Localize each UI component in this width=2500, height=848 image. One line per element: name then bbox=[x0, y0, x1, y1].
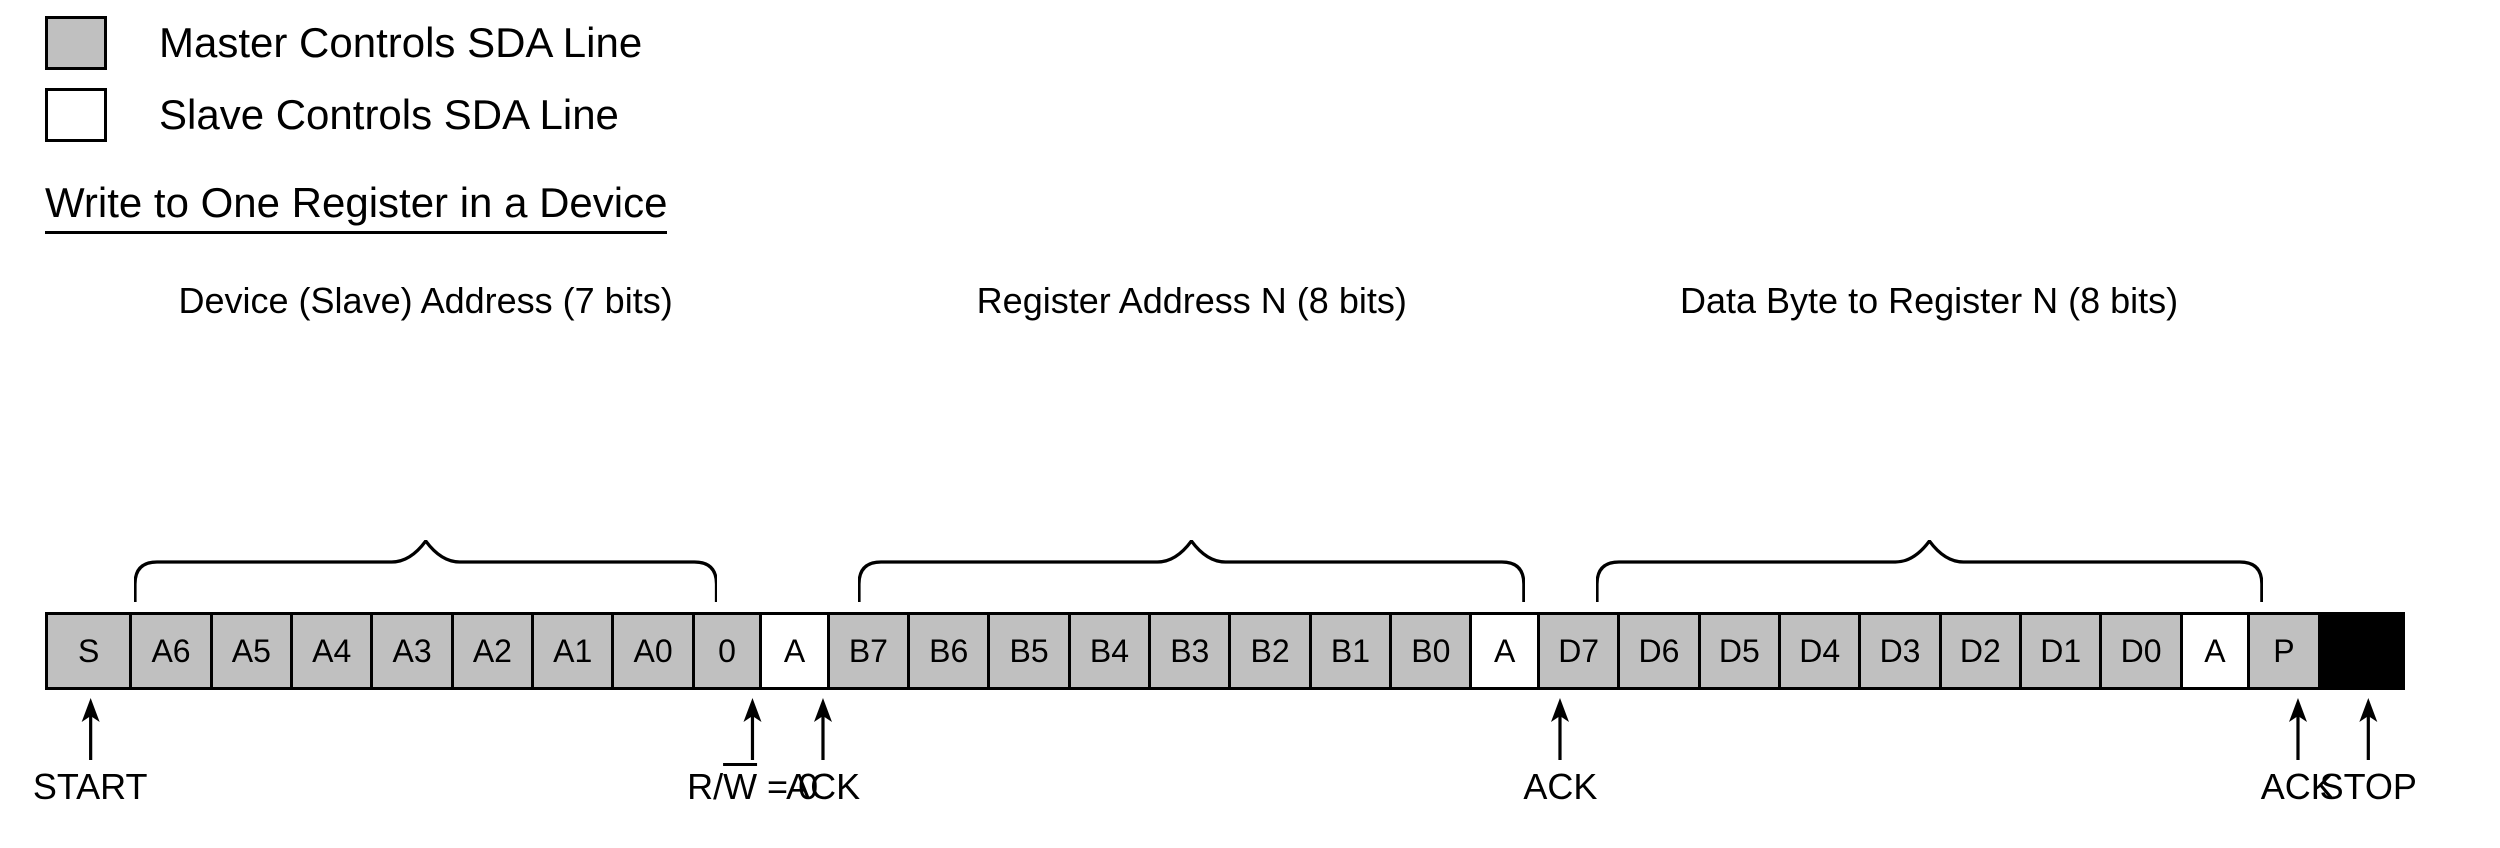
frame-cell-a-18: A bbox=[1472, 615, 1540, 687]
frame-cell-b7-10: B7 bbox=[829, 615, 911, 687]
frame-cell-label: B6 bbox=[929, 633, 969, 669]
frame-cell-label: D6 bbox=[1638, 633, 1680, 669]
frame-cell-label: D1 bbox=[2040, 633, 2082, 669]
up-arrow-icon bbox=[2353, 698, 2383, 765]
frame-cell-a5-2: A5 bbox=[212, 615, 294, 687]
callout-label: ACK bbox=[786, 766, 861, 807]
frame-cell-d4-22: D4 bbox=[1781, 615, 1862, 687]
frame-cell-a-27: A bbox=[2182, 615, 2251, 687]
frame-cell-label: D2 bbox=[1959, 633, 2001, 669]
frame-cell-label: A1 bbox=[553, 633, 593, 669]
group-brace bbox=[133, 540, 718, 604]
frame-cell-label: P bbox=[2273, 633, 2295, 669]
callout-label: ACK bbox=[2260, 766, 2335, 807]
frame-cell-label: B0 bbox=[1411, 633, 1451, 669]
frame-cell-d3-23: D3 bbox=[1861, 615, 1942, 687]
frame-cell-label: B3 bbox=[1170, 633, 1210, 669]
ack-2-callout: ACK bbox=[1523, 698, 1597, 805]
up-arrow-icon bbox=[1545, 698, 1575, 765]
frame-cell-d2-24: D2 bbox=[1941, 615, 2023, 687]
frame-cell-b2-15: B2 bbox=[1231, 615, 1312, 687]
frame-cell-label: D0 bbox=[2120, 633, 2162, 669]
up-arrow-icon bbox=[75, 698, 105, 765]
frame-cell-b6-11: B6 bbox=[910, 615, 991, 687]
callout-label: START bbox=[32, 766, 148, 807]
page-title: Write to One Register in a Device bbox=[45, 182, 668, 234]
group-label: Device (Slave) Address (7 bits) bbox=[178, 280, 673, 321]
frame-cell-label: A5 bbox=[231, 633, 271, 669]
group-brace bbox=[1595, 540, 2263, 604]
up-arrow-icon bbox=[808, 698, 838, 765]
frame-cell-a-9: A bbox=[762, 615, 830, 687]
frame-cell-label: A4 bbox=[312, 633, 352, 669]
frame-cell-label: A bbox=[783, 633, 806, 669]
frame-cell-p-28: P bbox=[2250, 615, 2318, 687]
frame-cell-d5-21: D5 bbox=[1700, 615, 1781, 687]
rw-bit-callout: R/W = 0 bbox=[687, 698, 818, 805]
frame-cell-label: B1 bbox=[1330, 633, 1371, 669]
callout-label: STOP bbox=[2319, 766, 2417, 807]
i2c-frame: S A6 A5 A4 A3 A2 A1 A0 0 A B7 B6 B5 B4 B3 B2 B1 B0 A D7 D6 D5… bbox=[45, 612, 2405, 690]
frame-cell-label: A0 bbox=[633, 633, 673, 669]
frame-cell-b5-12: B5 bbox=[990, 615, 1071, 687]
frame-cell-label: A3 bbox=[392, 633, 432, 669]
frame-cell-label: B2 bbox=[1250, 633, 1290, 669]
legend-item-label: Slave Controls SDA Line bbox=[159, 91, 619, 138]
frame-cell-s-0: S bbox=[48, 615, 133, 687]
frame-cell-label: A bbox=[1494, 633, 1516, 669]
frame-cell-a3-4: A3 bbox=[373, 615, 454, 687]
up-arrow-icon bbox=[738, 698, 768, 765]
frame-cell-d0-26: D0 bbox=[2102, 615, 2183, 687]
frame-cell-b4-13: B4 bbox=[1070, 615, 1152, 687]
legend-item: Slave Controls SDA Line bbox=[45, 84, 642, 146]
frame-cell-a6-1: A6 bbox=[132, 615, 213, 687]
master-swatch bbox=[45, 16, 107, 70]
ack-3-callout: ACK bbox=[2261, 698, 2335, 805]
frame-cell-a2-5: A2 bbox=[453, 615, 535, 687]
frame-cell-label: A bbox=[2204, 633, 2226, 669]
frame-cell-d7-19: D7 bbox=[1539, 615, 1621, 687]
frame-cell-label: D7 bbox=[1558, 633, 1600, 669]
group-label: Register Address N (8 bits) bbox=[976, 280, 1407, 321]
frame-cell-label: A2 bbox=[472, 633, 512, 669]
frame-cell-d1-25: D1 bbox=[2022, 615, 2103, 687]
frame-cell-a1-6: A1 bbox=[534, 615, 615, 687]
frame-cell-label: B5 bbox=[1009, 633, 1049, 669]
frame-cell-label: D4 bbox=[1799, 633, 1841, 669]
overline-segment: W bbox=[723, 766, 758, 807]
frame-cell-a0-7: A0 bbox=[614, 615, 695, 687]
stop-callout: STOP bbox=[2320, 698, 2417, 805]
frame-cell-label: B7 bbox=[848, 633, 888, 669]
group-brace bbox=[858, 540, 1526, 604]
callout-label: ACK bbox=[1523, 766, 1598, 807]
frame-cell-0-8: 0 bbox=[694, 615, 763, 687]
up-arrow-icon bbox=[2283, 698, 2313, 765]
frame-cell-b3-14: B3 bbox=[1151, 615, 1232, 687]
legend-item: Master Controls SDA Line bbox=[45, 12, 642, 74]
slave-swatch bbox=[45, 88, 107, 142]
frame-cell-label: D3 bbox=[1879, 633, 1921, 669]
callout-label: R/W = 0 bbox=[687, 766, 819, 807]
legend-item-label: Master Controls SDA Line bbox=[159, 19, 643, 66]
frame-cell-b0-17: B0 bbox=[1392, 615, 1473, 687]
group-label: Data Byte to Register N (8 bits) bbox=[1679, 280, 2179, 321]
frame-cell-b1-16: B1 bbox=[1311, 615, 1393, 687]
frame-cell-a4-3: A4 bbox=[293, 615, 374, 687]
frame-cell-label: D5 bbox=[1718, 633, 1760, 669]
ack-1-callout: ACK bbox=[786, 698, 860, 805]
frame-cell-label: B4 bbox=[1089, 633, 1129, 669]
frame-cell-label: 0 bbox=[718, 633, 736, 669]
start-callout: START bbox=[33, 698, 148, 805]
frame-cell-label: S bbox=[78, 633, 100, 669]
frame-cell-d6-20: D6 bbox=[1620, 615, 1701, 687]
frame-cell-label: A6 bbox=[151, 633, 191, 669]
